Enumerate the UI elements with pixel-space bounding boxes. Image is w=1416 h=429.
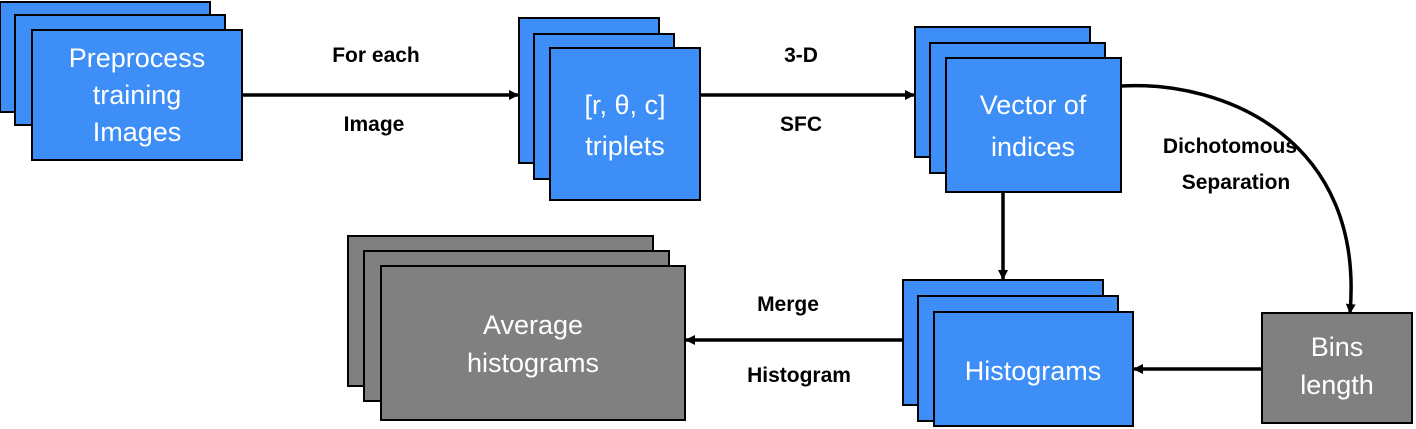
node-triplets-label-2: triplets [585,131,665,161]
node-bins-card [1261,312,1413,424]
edge-dichotomous-label-bottom: Separation [1182,171,1291,194]
node-preprocess-label-3: Images [93,117,182,147]
node-triplets-card-front [549,47,701,201]
edge-merge-label-top: Merge [757,293,819,316]
node-preprocess-label-1: Preprocess [69,43,206,73]
node-average: Average histograms [347,235,686,421]
node-histograms-card-front [933,311,1134,427]
node-preprocess-card-front [31,29,243,161]
edge-sfc-label-top: 3-D [784,44,818,67]
edge-for-each-label-bottom: Image [344,113,405,136]
node-bins: Bins length [1261,312,1413,424]
node-average-label-2: histograms [467,348,599,378]
edge-dichotomous-arrow [1120,83,1356,314]
node-histograms-label-1: Histograms [965,356,1102,386]
node-triplets-label-1: [r, θ, c] [584,90,665,120]
node-average-card-front [380,265,686,421]
node-vector: Vector of indices [914,26,1122,193]
node-vector-card-front [945,57,1122,193]
node-bins-label-1: Bins [1311,332,1364,362]
node-average-label-1: Average [483,310,583,340]
node-preprocess: Preprocess training Images [0,1,243,161]
node-vector-label-1: Vector of [980,90,1087,120]
edge-dichotomous-label-top: Dichotomous [1163,135,1297,158]
node-bins-label-2: length [1300,370,1374,400]
node-triplets: [r, θ, c] triplets [518,17,701,201]
edge-sfc-label-bottom: SFC [780,113,822,136]
node-histograms: Histograms [902,279,1134,427]
edge-for-each-label-top: For each [332,44,420,67]
node-vector-label-2: indices [991,132,1075,162]
edge-merge-label-bottom: Histogram [747,364,851,387]
node-preprocess-label-2: training [93,80,182,110]
